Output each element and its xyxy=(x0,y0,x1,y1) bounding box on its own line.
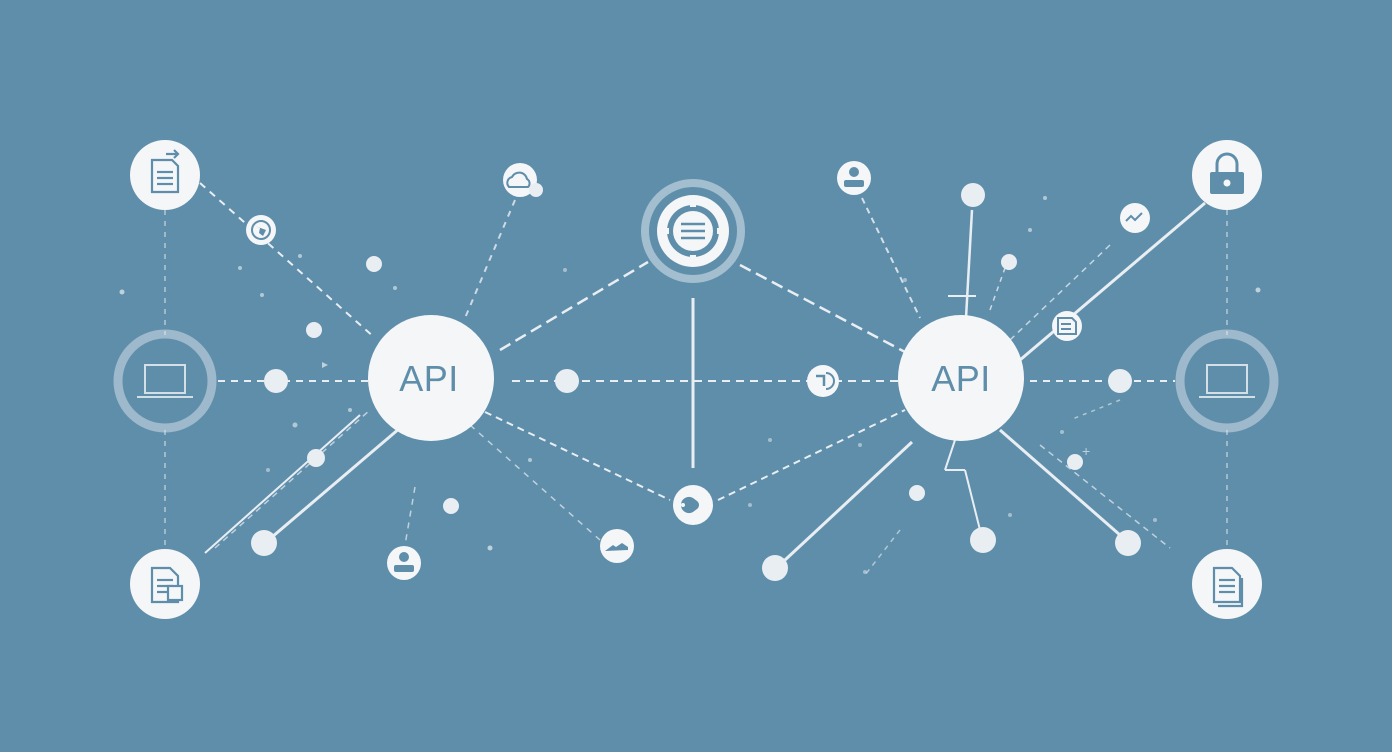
chart-node xyxy=(1120,203,1150,233)
link-node xyxy=(673,485,713,525)
document-node-bottom-left xyxy=(130,549,200,619)
connection-lines xyxy=(164,182,1228,576)
server-gear-icon xyxy=(663,201,723,261)
document-stack-icon xyxy=(1212,566,1244,608)
document-node-top-left xyxy=(130,140,200,210)
laptop-icon xyxy=(137,364,193,398)
user-node-top xyxy=(837,161,871,195)
link-icon xyxy=(680,496,699,514)
scatter-dots: + xyxy=(119,196,1261,574)
api-hub-left-label: API xyxy=(399,358,459,399)
chart-icon xyxy=(1125,212,1143,222)
svg-text:+: + xyxy=(1082,443,1090,459)
lock-node-top-right xyxy=(1192,140,1262,210)
api-hub-right-label: API xyxy=(931,358,991,399)
laptop-icon xyxy=(1199,364,1255,398)
globe-node xyxy=(246,215,276,245)
list-node xyxy=(1052,311,1082,341)
key-icon xyxy=(816,372,835,390)
api-hub-left[interactable]: API xyxy=(368,315,494,441)
globe-icon xyxy=(251,220,271,240)
server-node xyxy=(641,179,745,283)
user-icon xyxy=(394,552,414,572)
key-node xyxy=(807,365,839,397)
api-hub-right[interactable]: API xyxy=(898,315,1024,441)
refresh-node xyxy=(600,529,634,563)
cloud-node xyxy=(503,163,543,197)
document-arrow-icon xyxy=(150,149,180,194)
plain-nodes xyxy=(251,183,1141,581)
document-node-bottom-right xyxy=(1192,549,1262,619)
laptop-node-right xyxy=(1175,329,1279,433)
cloud-icon xyxy=(506,171,531,188)
user-icon xyxy=(844,167,864,187)
list-icon xyxy=(1057,317,1077,335)
laptop-node-left xyxy=(113,329,217,433)
lock-icon xyxy=(1210,152,1244,194)
user-node-bottom xyxy=(387,546,421,580)
document-icon xyxy=(150,566,184,604)
refresh-icon xyxy=(605,543,628,551)
